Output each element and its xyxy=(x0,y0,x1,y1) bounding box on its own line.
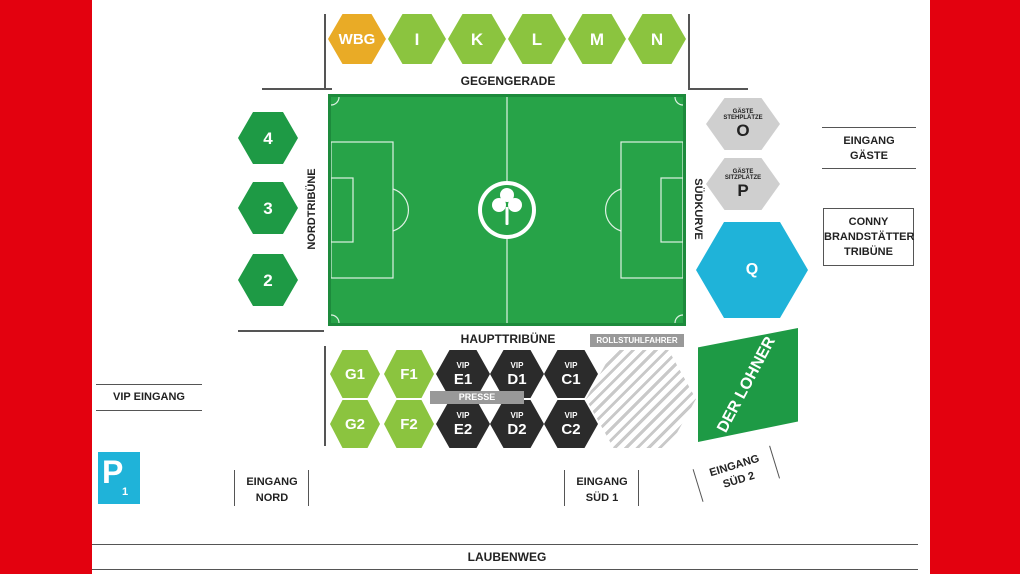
block-3[interactable]: 3 xyxy=(238,182,298,234)
haupt-boundary-left xyxy=(238,330,324,332)
block-g1[interactable]: G1 xyxy=(330,350,380,398)
label-haupttribuene: HAUPTTRIBÜNE xyxy=(460,332,556,346)
football-pitch xyxy=(328,94,686,326)
block-d1-vip: VIP xyxy=(510,360,524,370)
block-c2-vip: VIP xyxy=(564,410,578,420)
block-p-label-2: SITZPLÄTZE xyxy=(724,175,762,181)
sued1-line-left xyxy=(564,470,565,506)
label-laubenweg: LAUBENWEG xyxy=(467,550,547,564)
eingang-nord-line1: EINGANG xyxy=(246,476,298,488)
block-o-label-2: STEHPLÄTZE xyxy=(723,115,763,121)
block-wbg[interactable]: WBG xyxy=(328,14,386,64)
nord-line-left xyxy=(234,470,235,506)
label-nordtribuene: NORDTRIBÜNE xyxy=(306,168,318,250)
block-g2[interactable]: G2 xyxy=(330,400,380,448)
block-e2-label: E2 xyxy=(453,420,473,438)
eingang-sued1-line1: EINGANG xyxy=(576,476,628,488)
top-boundary-right xyxy=(688,88,748,90)
eingang-gaeste-line1: EINGANG xyxy=(843,135,895,147)
block-m[interactable]: M xyxy=(568,14,626,64)
block-c2-label: C2 xyxy=(561,420,581,438)
block-f1[interactable]: F1 xyxy=(384,350,434,398)
sued1-line-right xyxy=(638,470,639,506)
shamrock-icon xyxy=(492,188,522,225)
block-l[interactable]: L xyxy=(508,14,566,64)
haupt-boundary-left-vert xyxy=(324,346,326,446)
vip-eingang-line-bottom xyxy=(96,410,202,411)
block-d2-vip: VIP xyxy=(510,410,524,420)
block-p-label-1: GÄSTE xyxy=(732,169,754,175)
label-presse: PRESSE xyxy=(430,391,524,404)
pitch-markings xyxy=(331,97,683,323)
block-n[interactable]: N xyxy=(628,14,686,64)
block-vip-c1[interactable]: VIP C1 xyxy=(544,350,598,398)
stadium-map: WBG I K L M N GEGENGERADE xyxy=(92,0,930,574)
top-boundary-right-vert xyxy=(688,14,690,90)
parking-p1-icon[interactable]: P 1 xyxy=(98,452,140,504)
block-p-gaeste-sitzplaetze[interactable]: GÄSTE SITZPLÄTZE P xyxy=(706,158,780,210)
conny-line2: BRANDSTÄTTER xyxy=(824,231,915,243)
block-4[interactable]: 4 xyxy=(238,112,298,164)
label-rollstuhlfahrer: ROLLSTUHLFAHRER xyxy=(590,334,684,347)
block-vip-e2[interactable]: VIP E2 xyxy=(436,400,490,448)
block-d1-label: D1 xyxy=(507,370,527,388)
block-f2[interactable]: F2 xyxy=(384,400,434,448)
label-eingang-gaeste: EINGANG GÄSTE xyxy=(822,134,916,164)
parking-number: 1 xyxy=(122,486,129,498)
laubenweg-line-top xyxy=(92,544,918,545)
block-vip-c2[interactable]: VIP C2 xyxy=(544,400,598,448)
block-e1-label: E1 xyxy=(453,370,473,388)
eingang-sued1-line2: SÜD 1 xyxy=(585,492,619,504)
block-vip-d1[interactable]: VIP D1 xyxy=(490,350,544,398)
block-e1-vip: VIP xyxy=(456,360,470,370)
label-eingang-sued-1: EINGANG SÜD 1 xyxy=(568,474,636,506)
top-boundary-left xyxy=(262,88,332,90)
gaeste-line-top xyxy=(822,127,916,128)
block-o-label-1: GÄSTE xyxy=(732,109,754,115)
label-eingang-nord: EINGANG NORD xyxy=(238,474,306,506)
parking-letter: P xyxy=(102,454,124,490)
block-o-letter: O xyxy=(736,121,750,140)
block-q[interactable]: Q xyxy=(696,222,808,318)
label-suedkurve: SÜDKURVE xyxy=(692,178,704,240)
laubenweg-line-bottom xyxy=(92,569,918,570)
block-2[interactable]: 2 xyxy=(238,254,298,306)
label-eingang-sued-2: EINGANG SÜD 2 xyxy=(699,449,775,498)
gaeste-line-bottom xyxy=(822,168,916,169)
label-gegengerade: GEGENGERADE xyxy=(460,74,556,88)
eingang-sued-2: EINGANG SÜD 2 xyxy=(691,440,786,507)
block-c1-vip: VIP xyxy=(564,360,578,370)
block-o-gaeste-stehplaetze[interactable]: GÄSTE STEHPLÄTZE O xyxy=(706,98,780,150)
eingang-gaeste-line2: GÄSTE xyxy=(850,150,888,162)
block-d2-label: D2 xyxy=(507,420,527,438)
block-der-lohner[interactable] xyxy=(698,328,798,442)
block-k[interactable]: K xyxy=(448,14,506,64)
nord-line-right xyxy=(308,470,309,506)
label-vip-eingang: VIP EINGANG xyxy=(113,391,185,403)
block-p-letter: P xyxy=(737,181,749,200)
vip-eingang-line-top xyxy=(96,384,202,385)
block-vip-e1[interactable]: VIP E1 xyxy=(436,350,490,398)
eingang-nord-line2: NORD xyxy=(255,492,289,504)
block-e2-vip: VIP xyxy=(456,410,470,420)
conny-line3: TRIBÜNE xyxy=(844,246,893,258)
top-boundary-left-diag xyxy=(324,14,326,90)
block-vip-d2[interactable]: VIP D2 xyxy=(490,400,544,448)
label-conny-brandstaetter-tribuene: CONNY BRANDSTÄTTER TRIBÜNE xyxy=(823,208,914,266)
block-c1-label: C1 xyxy=(561,370,581,388)
wheelchair-area[interactable] xyxy=(586,350,696,448)
conny-line1: CONNY xyxy=(848,216,889,228)
block-i[interactable]: I xyxy=(388,14,446,64)
